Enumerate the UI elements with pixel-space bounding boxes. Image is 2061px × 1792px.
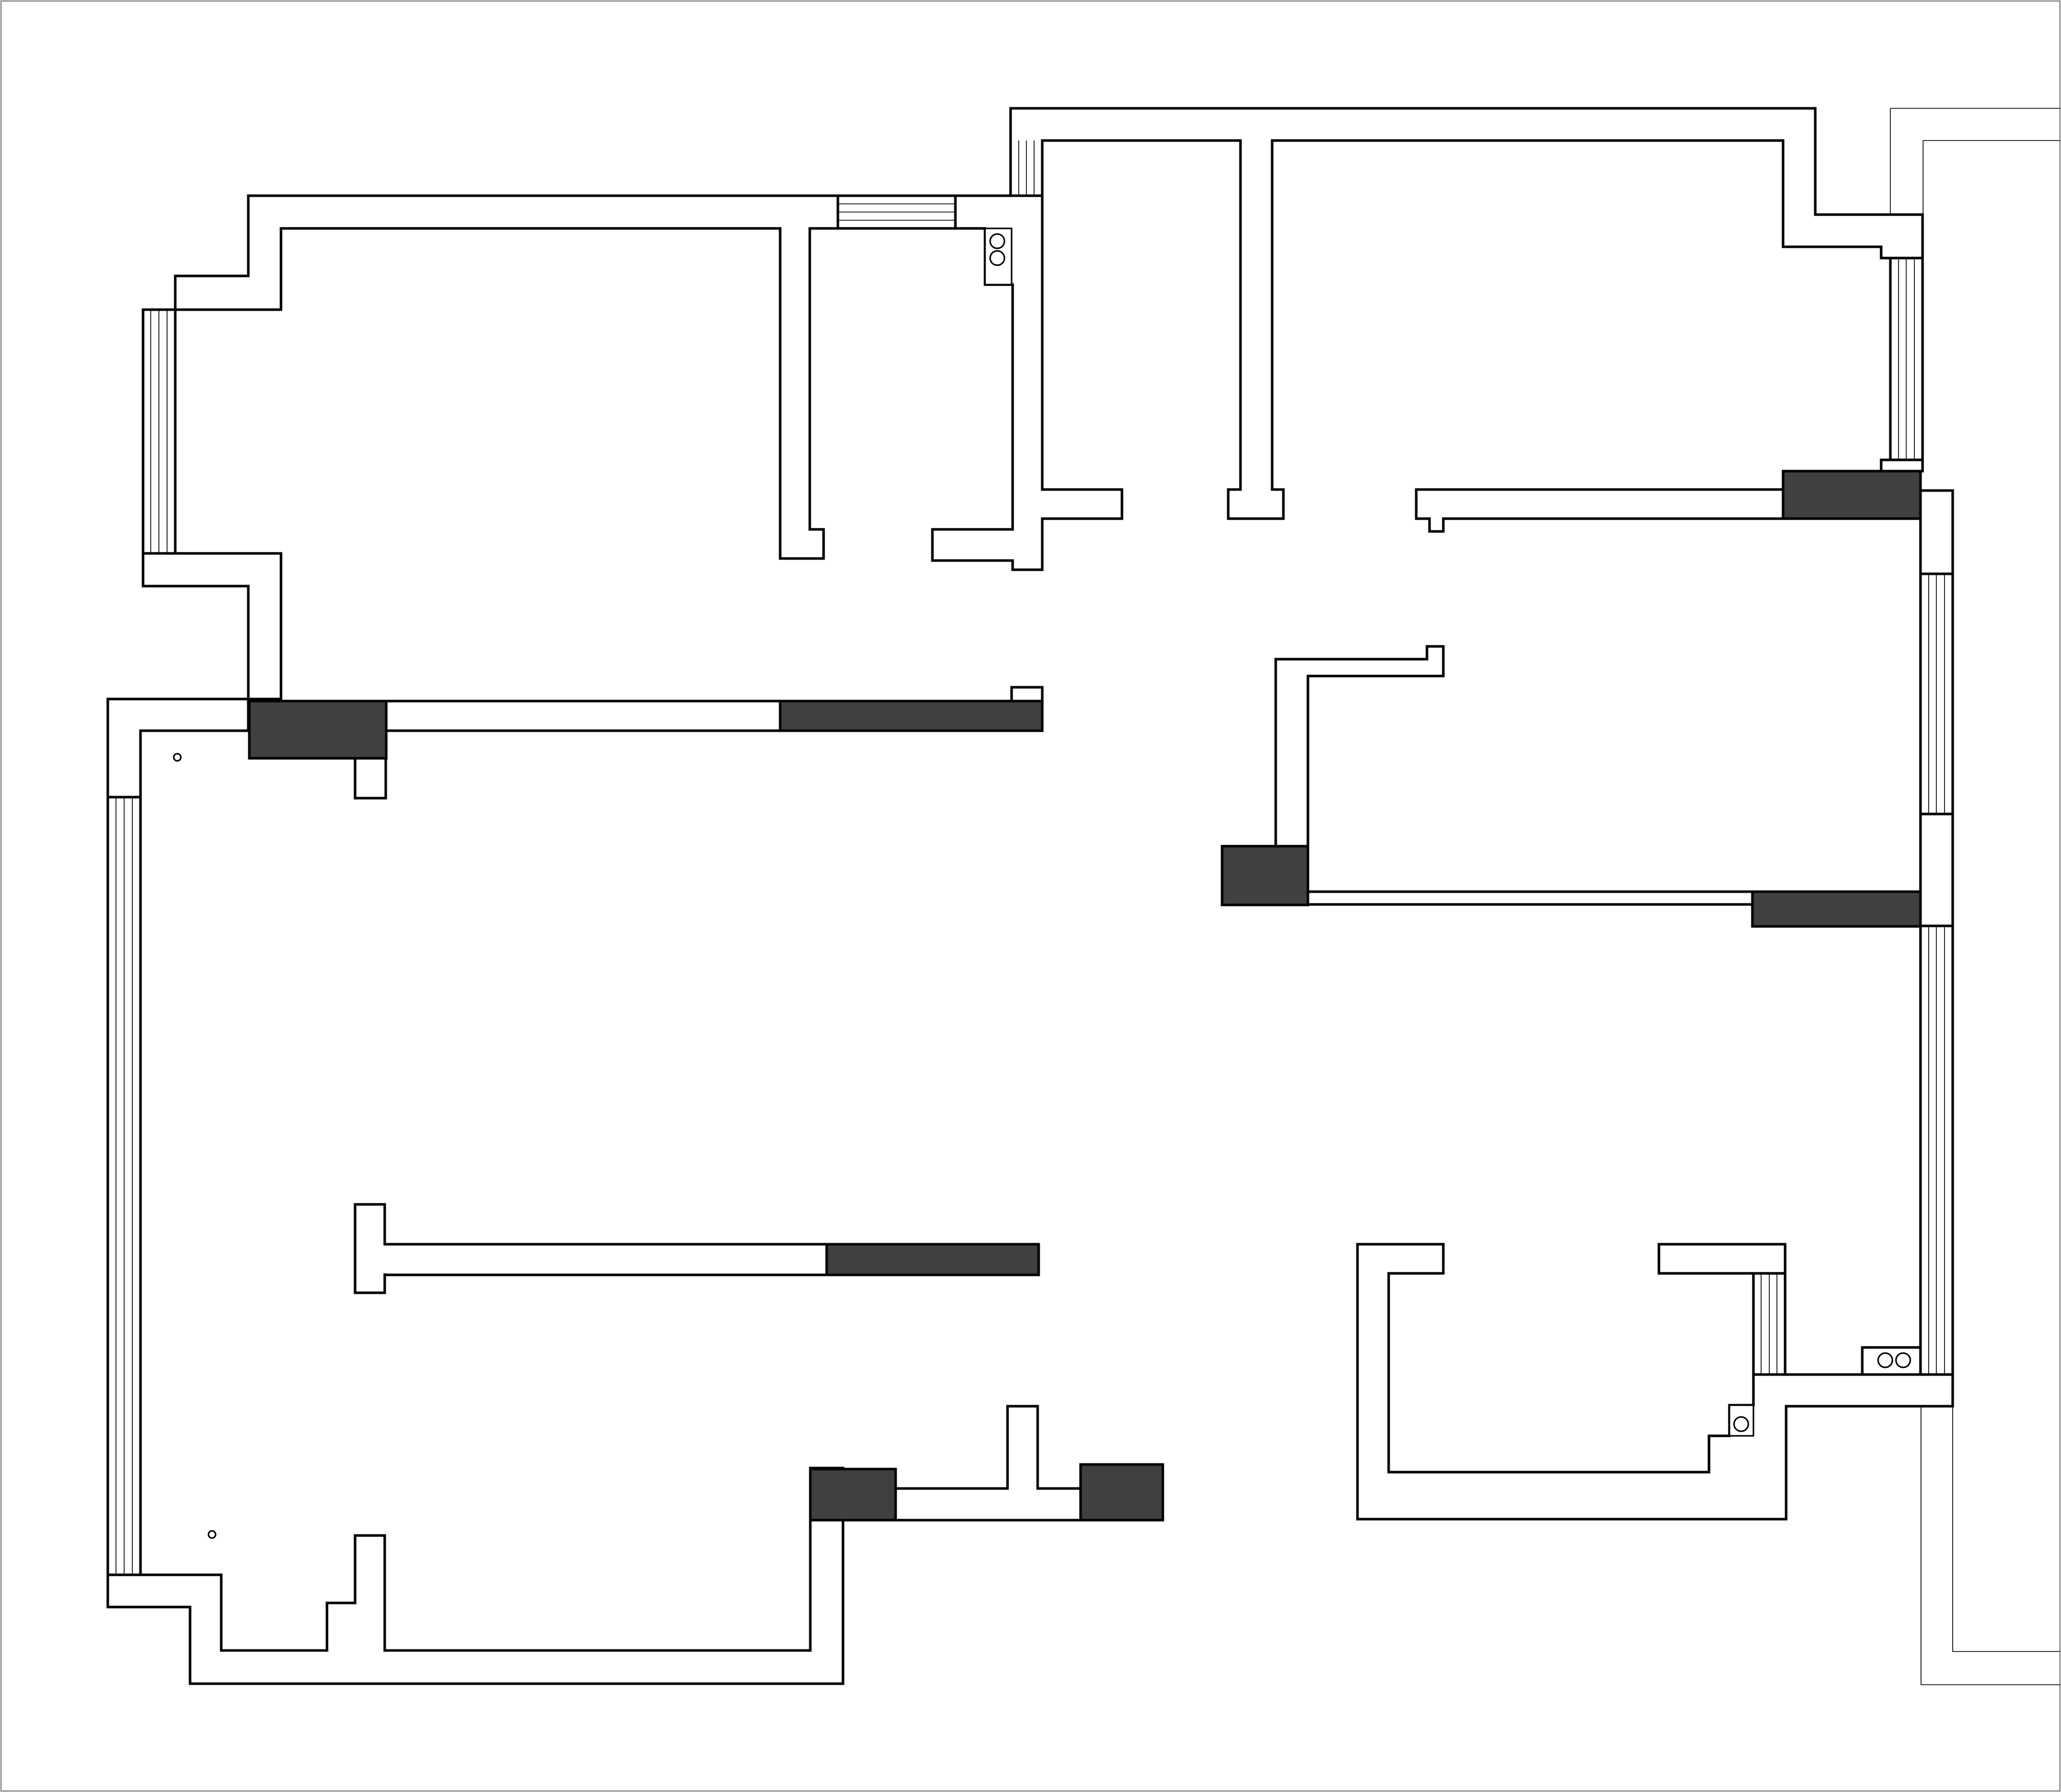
partition-east-long [1306,890,1754,906]
window-north-small [836,194,957,230]
pipe-riser-icon [1877,1352,1893,1368]
window-south-east-bath [1752,1272,1787,1376]
column [1079,1463,1164,1522]
partition-kitchen-east [931,194,1123,571]
column [825,1243,1040,1276]
utility-fixtures [173,227,1911,1539]
pipe-riser-icon [1733,1416,1749,1432]
column [1221,845,1309,906]
floor-drain-icon [207,1530,217,1539]
wall-south-west [106,1467,845,1685]
wall-west-corner [106,697,250,799]
partition-east-room [1274,645,1445,848]
window-east-lower [1919,924,1954,1376]
column [1751,890,1922,928]
wall-west-entry [142,552,283,701]
window-north-kitchen [1010,141,1035,196]
structural-columns [248,470,1922,1522]
interior-partitions [247,194,1785,1522]
pipe-riser-icon [989,250,1005,266]
pipe-riser-icon [1895,1352,1911,1368]
partition-small-stub [1010,686,1044,703]
pipe-riser-icon [989,233,1005,249]
wall-north-west-room [174,194,839,560]
window-east-mid [1919,572,1954,816]
window-east-bedroom-upper [1889,257,1924,472]
floor-drain-icon [173,753,182,762]
exterior-wall [106,107,1954,1685]
window-west-living [106,796,142,1576]
wall-south-east [1356,1243,1954,1521]
balcony-outline [1890,108,2060,1685]
column [248,700,388,760]
wall-east-upper [1919,489,1954,575]
column [809,1468,897,1522]
column [1782,470,1922,520]
column [779,700,1044,732]
wall-east-stub [1657,1243,1787,1275]
windows [106,141,1954,1576]
window-west-bedroom [142,308,177,555]
window-sill-east [1880,458,1924,473]
partition-bath-t [894,1405,1082,1522]
partition-stub-below-column [354,756,387,800]
wall-north-central [1009,107,1924,520]
wall-east-mid [1919,812,1954,927]
partition-north-east-bedroom [1415,488,1785,533]
